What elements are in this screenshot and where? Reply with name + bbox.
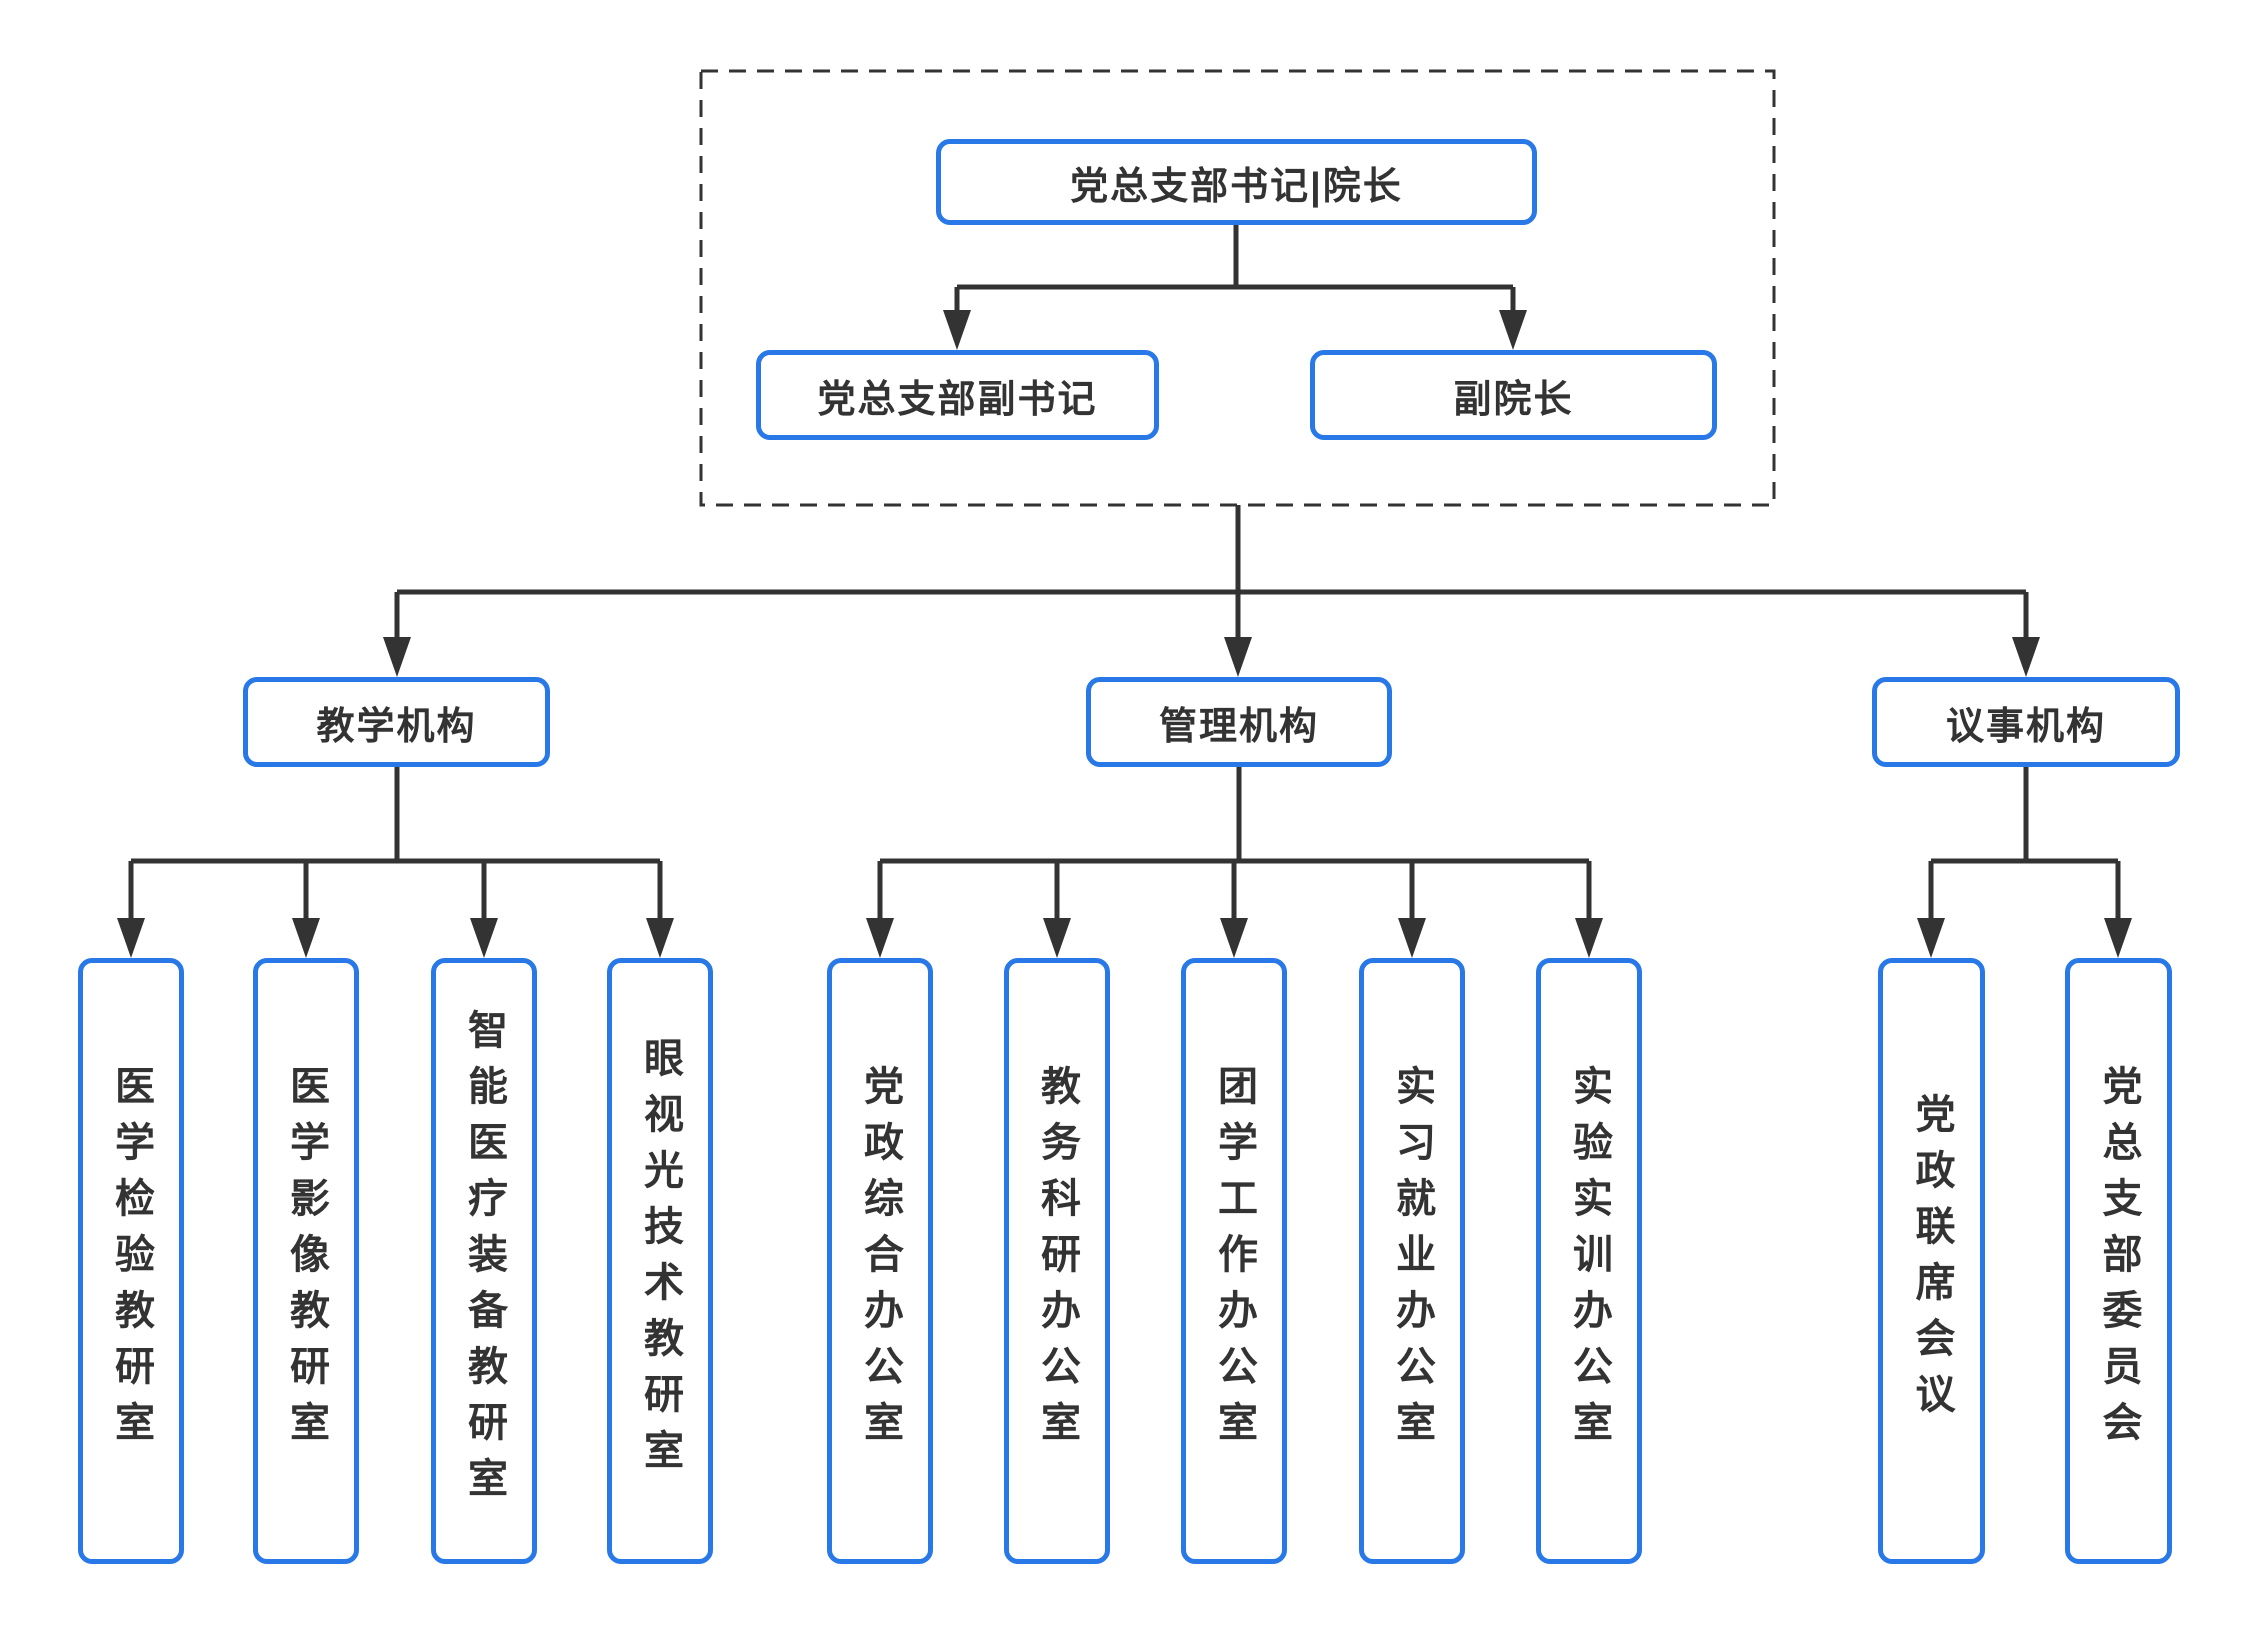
node-root: 党总支部书记|院长	[936, 139, 1537, 225]
node-dept-label: 实验实训办公室	[1567, 1065, 1611, 1457]
arrowheads	[117, 310, 2132, 958]
node-dept: 智能医疗装备教研室	[431, 958, 537, 1564]
node-dept: 实验实训办公室	[1536, 958, 1642, 1564]
node-dept-label: 医学检验教研室	[109, 1065, 153, 1457]
node-deputy-secretary-label: 党总支部副书记	[817, 378, 1098, 421]
node-group-management-label: 管理机构	[1158, 705, 1319, 748]
node-dept-label: 团学工作办公室	[1212, 1065, 1256, 1457]
node-dept: 党政综合办公室	[827, 958, 933, 1564]
node-dept-label: 党政综合办公室	[858, 1065, 902, 1457]
node-dept-label: 医学影像教研室	[284, 1065, 328, 1457]
node-group-deliberative: 议事机构	[1872, 677, 2180, 767]
node-dept-label: 党政联席会议	[1909, 1093, 1954, 1429]
node-dept-label: 智能医疗装备教研室	[462, 1009, 506, 1513]
node-group-teaching-label: 教学机构	[316, 705, 477, 748]
node-root-label: 党总支部书记|院长	[1070, 165, 1403, 208]
node-deputy-secretary: 党总支部副书记	[756, 350, 1159, 440]
node-dept: 实习就业办公室	[1359, 958, 1465, 1564]
node-dept-label: 眼视光技术教研室	[638, 1037, 682, 1485]
node-dept: 眼视光技术教研室	[607, 958, 713, 1564]
node-vice-dean: 副院长	[1310, 350, 1717, 440]
node-dept-label: 教务科研办公室	[1035, 1065, 1079, 1457]
node-dept: 党总支部委员会	[2065, 958, 2172, 1564]
node-dept: 医学影像教研室	[253, 958, 359, 1564]
node-group-deliberative-label: 议事机构	[1945, 705, 2106, 748]
node-dept-label: 党总支部委员会	[2096, 1065, 2141, 1457]
connector-edges	[128, 225, 2121, 922]
node-dept: 医学检验教研室	[78, 958, 184, 1564]
node-group-management: 管理机构	[1086, 677, 1392, 767]
node-dept-label: 实习就业办公室	[1390, 1065, 1434, 1457]
node-dept: 团学工作办公室	[1181, 958, 1287, 1564]
node-dept: 党政联席会议	[1878, 958, 1985, 1564]
node-group-teaching: 教学机构	[243, 677, 550, 767]
node-dept: 教务科研办公室	[1004, 958, 1110, 1564]
leadership-frame	[699, 69, 1776, 507]
node-vice-dean-label: 副院长	[1453, 378, 1574, 421]
